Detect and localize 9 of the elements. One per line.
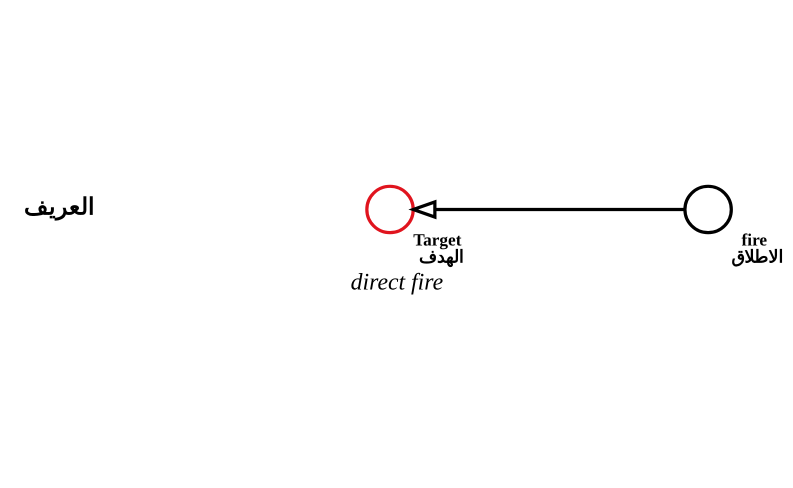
- arrow: [408, 200, 685, 220]
- node-label: Target: [413, 230, 462, 250]
- node-circle: [365, 184, 415, 234]
- node-label: الهدف: [419, 248, 464, 267]
- node-circle: [683, 184, 733, 234]
- label: العريف: [24, 194, 95, 220]
- caption: direct fire: [350, 269, 444, 296]
- node-label: الاطلاق: [731, 248, 784, 267]
- node-label: fire: [742, 230, 768, 250]
